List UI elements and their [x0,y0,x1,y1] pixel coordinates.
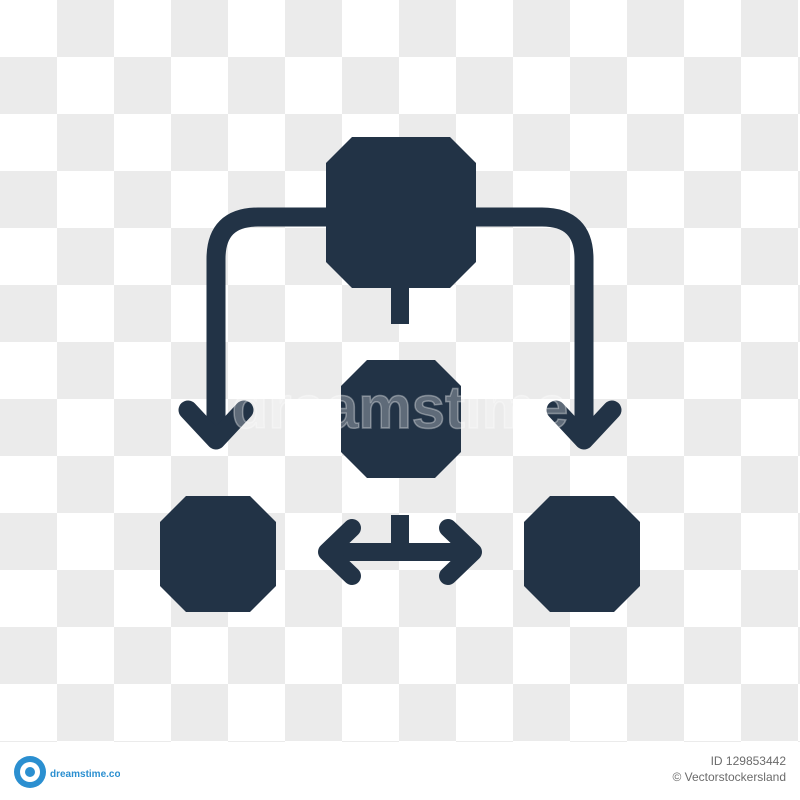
bidirectional-arrow-left-head [318,519,361,585]
top-process-node [326,137,476,288]
footer-bar [0,742,800,800]
image-author-credit: © Vectorstockersland [672,770,786,784]
bidirectional-arrow-right-head [439,519,482,585]
logo-mark-icon [14,756,46,788]
left-branch-connector [206,207,330,430]
image-credit: ID 129853442 © Vectorstockersland [672,753,786,785]
center-connector-stub [391,286,409,324]
left-arrow-head [178,400,254,450]
bottom-right-process-node [524,496,640,612]
logo-text: dreamstime.com [50,769,120,780]
right-arrow-head [546,400,622,450]
middle-process-node [341,360,461,478]
bottom-left-process-node [160,496,276,612]
middle-connector-stub [391,515,409,552]
right-branch-connector [472,207,594,430]
image-id-text: ID 129853442 [710,754,786,768]
brand-logo: dreamstime.com [14,756,120,788]
